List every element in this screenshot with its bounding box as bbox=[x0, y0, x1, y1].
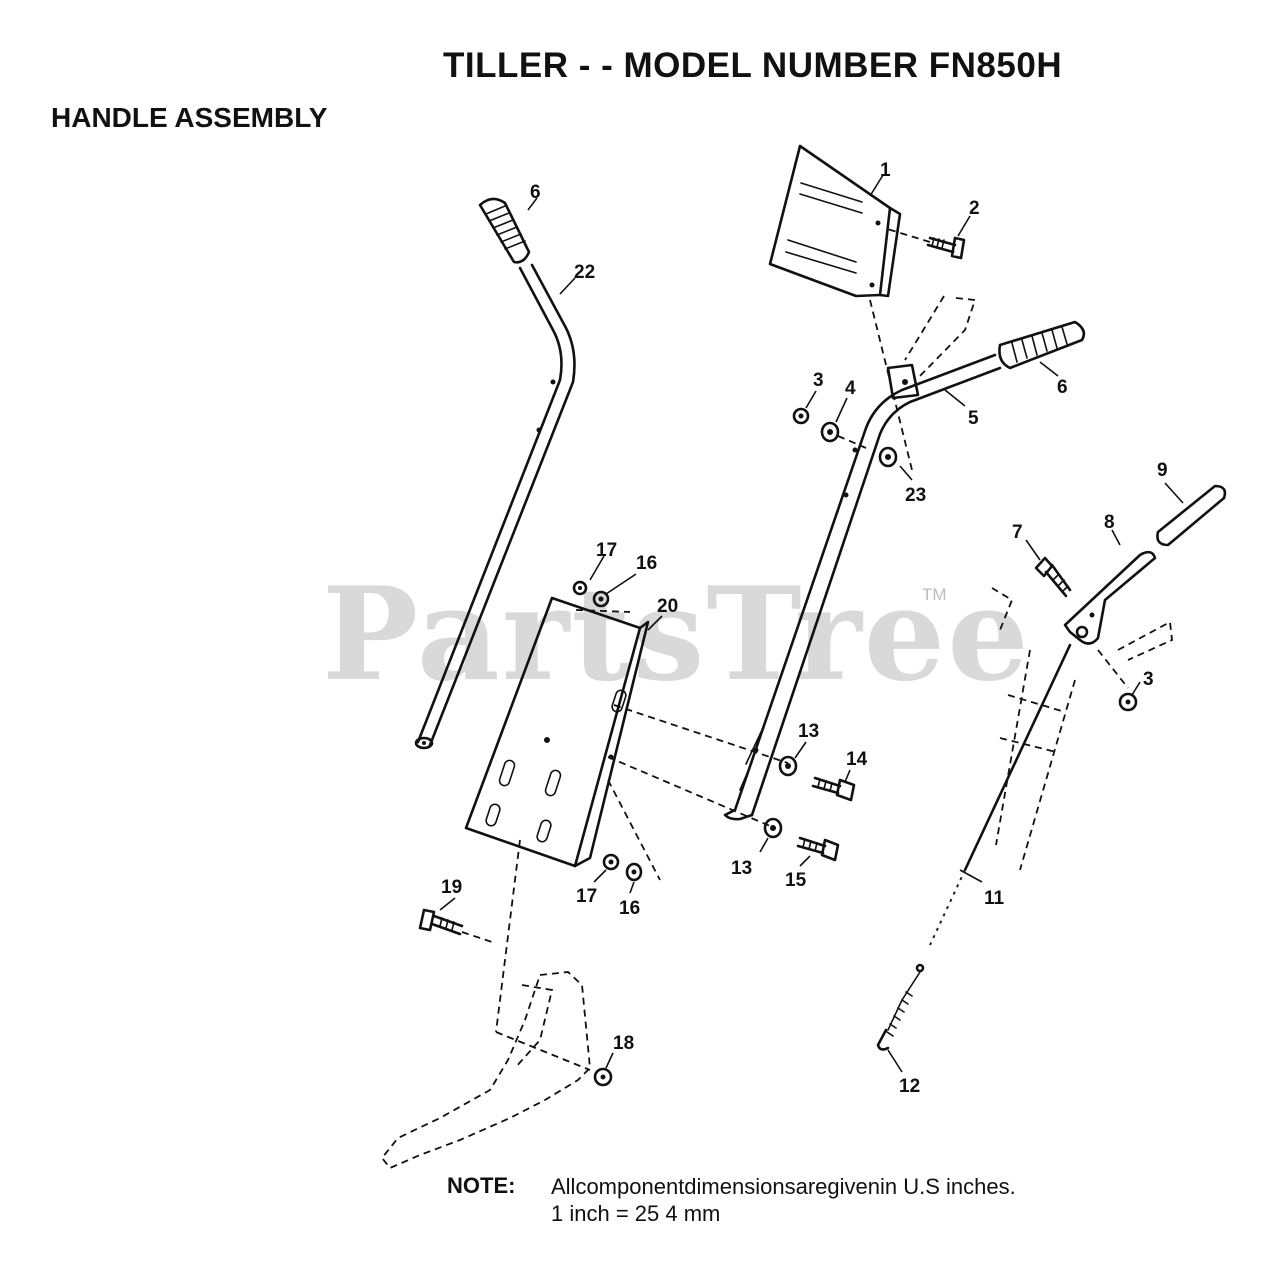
callout-22: 22 bbox=[574, 262, 595, 283]
callout-4: 4 bbox=[845, 378, 856, 399]
nut-17-bottom bbox=[602, 853, 620, 871]
lever-cover-9 bbox=[1156, 484, 1227, 547]
bracket-plate bbox=[464, 596, 650, 868]
callout-3-upper: 3 bbox=[813, 370, 824, 391]
callout-17-top: 17 bbox=[596, 540, 617, 561]
left-handle-bar bbox=[414, 263, 576, 750]
bolt-14 bbox=[811, 776, 856, 802]
callout-23: 23 bbox=[905, 485, 926, 506]
bolt-15 bbox=[796, 836, 840, 862]
callout-1: 1 bbox=[880, 160, 891, 181]
note-text-line-2: 1 inch = 25 4 mm bbox=[551, 1201, 721, 1226]
callout-2: 2 bbox=[969, 198, 980, 219]
callout-18: 18 bbox=[613, 1033, 634, 1054]
callout-19: 19 bbox=[441, 877, 462, 898]
phantom-tube bbox=[991, 587, 1076, 871]
nut-18 bbox=[593, 1067, 613, 1087]
callout-8: 8 bbox=[1104, 512, 1115, 533]
callout-6-right: 6 bbox=[1057, 377, 1068, 398]
callout-3-lower: 3 bbox=[1143, 669, 1154, 690]
callout-13-upper: 13 bbox=[798, 721, 819, 742]
note-label: NOTE: bbox=[447, 1173, 516, 1198]
right-grip bbox=[998, 320, 1086, 370]
callout-5: 5 bbox=[968, 408, 979, 429]
right-handle-bar bbox=[723, 353, 1002, 821]
callout-13-lower: 13 bbox=[731, 858, 752, 879]
callout-6-left: 6 bbox=[530, 182, 541, 203]
section-heading: HANDLE ASSEMBLY bbox=[51, 102, 328, 133]
callout-15: 15 bbox=[785, 870, 807, 891]
leader-lines bbox=[439, 174, 1184, 1073]
callout-20: 20 bbox=[657, 596, 678, 617]
washer-4 bbox=[820, 421, 840, 443]
washer-16-top bbox=[592, 590, 610, 608]
control-panel bbox=[768, 144, 902, 298]
control-cable bbox=[876, 643, 1072, 1051]
callout-11: 11 bbox=[984, 888, 1005, 909]
nut-3-top bbox=[792, 407, 810, 425]
nut-17-top bbox=[572, 580, 588, 596]
bolt-19 bbox=[418, 908, 493, 943]
note-text-line-1: Allcomponentdimensionsaregivenin U.S inc… bbox=[551, 1174, 1016, 1199]
callout-12: 12 bbox=[899, 1076, 920, 1097]
callout-7: 7 bbox=[1012, 522, 1023, 543]
nut-3-lower bbox=[1118, 692, 1138, 712]
washer-13-lower bbox=[763, 817, 783, 839]
phantom-bracket bbox=[886, 295, 977, 400]
bolt-7 bbox=[1034, 556, 1072, 598]
washer-16-bottom bbox=[625, 862, 643, 882]
bolt-2 bbox=[883, 227, 966, 260]
callout-9: 9 bbox=[1157, 460, 1168, 481]
callout-14: 14 bbox=[846, 749, 868, 770]
washer-23 bbox=[878, 446, 898, 468]
left-grip bbox=[478, 197, 531, 264]
callout-17-bottom: 17 bbox=[576, 886, 597, 907]
watermark-trademark: TM bbox=[922, 585, 947, 604]
callout-labels: 1 2 3 4 5 6 6 22 23 9 8 7 3 17 16 20 13 … bbox=[441, 160, 1168, 1097]
lever-8 bbox=[1063, 550, 1157, 645]
callout-16-top: 16 bbox=[636, 553, 657, 574]
page-title: TILLER - - MODEL NUMBER FN850H bbox=[443, 46, 1063, 85]
callout-16-bottom: 16 bbox=[619, 898, 640, 919]
washer-13-upper bbox=[778, 755, 798, 777]
tiller-frame bbox=[380, 971, 591, 1170]
